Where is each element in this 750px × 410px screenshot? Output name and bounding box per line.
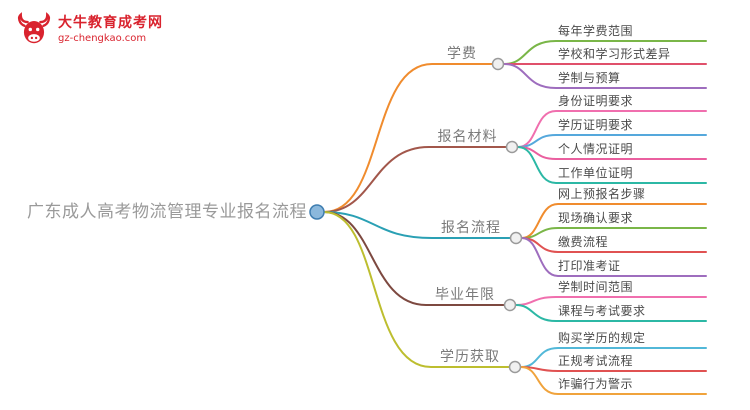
leaf-label: 现场确认要求 [558, 211, 634, 225]
leaf-label: 身份证明要求 [558, 94, 634, 108]
leaf-label: 打印准考证 [558, 259, 621, 273]
leaf-connector [503, 63, 707, 89]
branch-node-circle [505, 140, 519, 154]
branch-label-grad-years: 毕业年限 [435, 287, 495, 303]
branch-connector [323, 146, 507, 213]
branch-label-tuition: 学费 [447, 46, 477, 62]
branch-node-circle [509, 231, 523, 245]
leaf-connector [520, 366, 707, 395]
logo-site-name: 大牛教育成考网 [58, 15, 163, 31]
root-node-circle [309, 204, 325, 220]
branch-connector [323, 63, 493, 213]
logo-site-url: gz-chengkao.com [58, 32, 147, 44]
leaf-label: 缴费流程 [558, 235, 609, 249]
leaf-label: 工作单位证明 [558, 166, 634, 180]
leaf-label: 购买学历的规定 [558, 331, 646, 345]
branch-connector [323, 211, 510, 368]
leaf-label: 学校和学习形式差异 [558, 47, 671, 61]
leaf-label: 课程与考试要求 [558, 304, 646, 318]
logo-text: 大牛教育成考网 gz-chengkao.com [58, 15, 163, 45]
branch-node-circle [503, 298, 517, 312]
leaf-connector [521, 237, 707, 277]
leaf-label: 正规考试流程 [558, 354, 634, 368]
leaf-label: 网上预报名步骤 [558, 187, 646, 201]
leaf-label: 每年学费范围 [558, 24, 634, 38]
branch-label-process: 报名流程 [441, 220, 501, 236]
bull-logo-icon [17, 12, 51, 44]
branch-label-diploma: 学历获取 [440, 349, 500, 365]
leaf-label: 学制时间范围 [558, 280, 634, 294]
branch-label-materials: 报名材料 [437, 129, 498, 145]
logo: 大牛教育成考网 gz-chengkao.com [16, 12, 163, 48]
leaf-label: 诈骗行为警示 [558, 377, 634, 391]
branch-connector [323, 211, 511, 239]
root-topic: 广东成人高考物流管理专业报名流程 [27, 202, 307, 222]
leaf-label: 学历证明要求 [558, 118, 634, 132]
leaf-label: 学制与预算 [558, 71, 621, 85]
leaf-connector [515, 304, 707, 322]
branch-node-circle [491, 57, 505, 71]
leaf-label: 个人情况证明 [558, 142, 634, 156]
branch-connector [323, 211, 505, 306]
leaf-connector [517, 146, 707, 184]
branch-node-circle [508, 360, 522, 374]
